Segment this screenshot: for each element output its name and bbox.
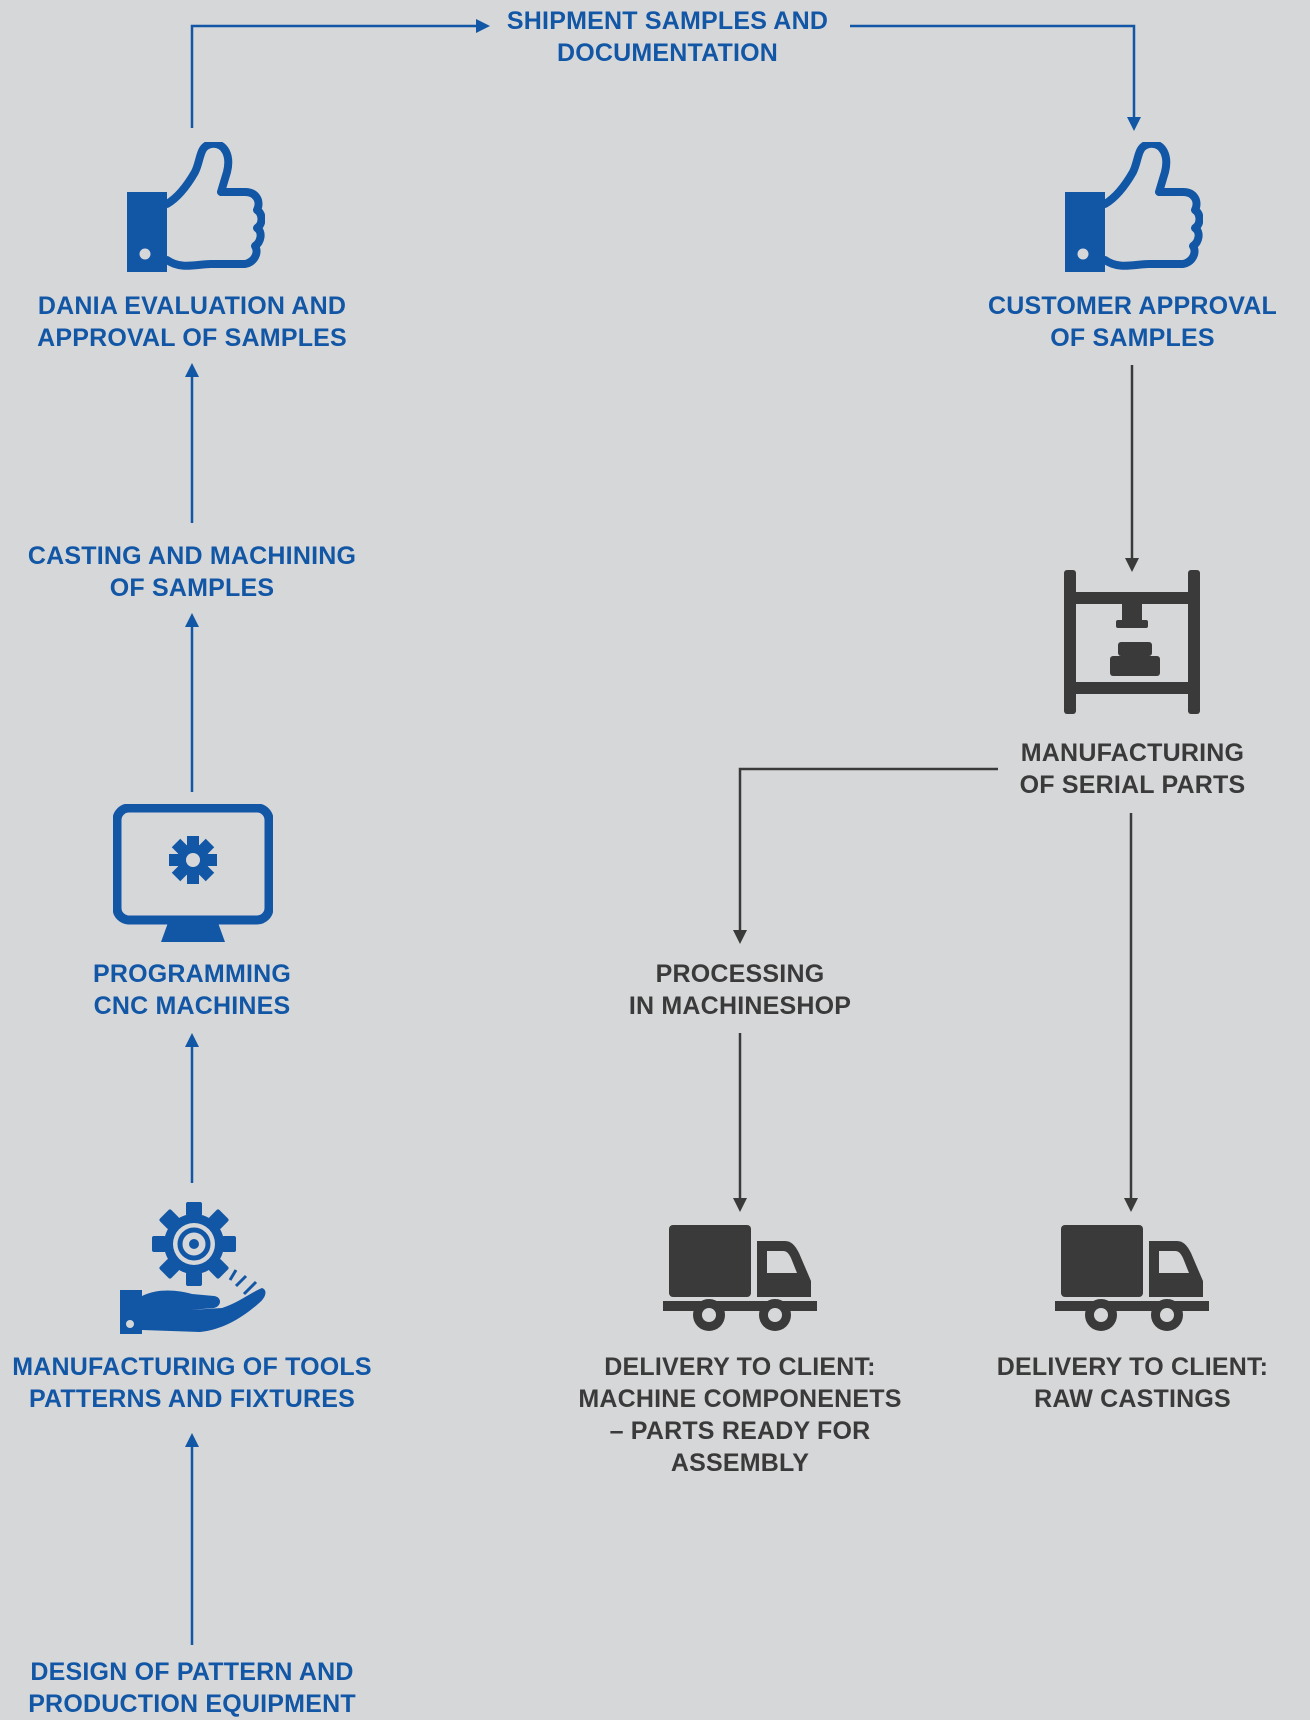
label-line: – PARTS READY FOR bbox=[609, 1417, 871, 1445]
label-casting-machining: CASTING AND MACHINING OF SAMPLES bbox=[0, 540, 384, 604]
label-delivery-raw: DELIVERY TO CLIENT: RAW CASTINGS bbox=[980, 1351, 1285, 1415]
label-manufacturing-serial: MANUFACTURING OF SERIAL PARTS bbox=[980, 737, 1285, 801]
label-line: MANUFACTURING OF TOOLS bbox=[12, 1353, 372, 1381]
label-line: CNC MACHINES bbox=[93, 992, 291, 1020]
label-line: SHIPMENT SAMPLES AND bbox=[506, 7, 829, 35]
label-line: CUSTOMER APPROVAL bbox=[987, 292, 1278, 320]
label-line: APPROVAL OF SAMPLES bbox=[37, 324, 347, 352]
label-line: CASTING AND MACHINING bbox=[27, 542, 357, 570]
label-line: OF SAMPLES bbox=[1050, 324, 1215, 352]
hand-gear-icon bbox=[120, 1202, 266, 1334]
thumbs-up-icon bbox=[1065, 142, 1203, 272]
label-line: RAW CASTINGS bbox=[1034, 1385, 1231, 1413]
label-dania-evaluation: DANIA EVALUATION AND APPROVAL OF SAMPLES bbox=[0, 290, 384, 354]
truck-icon bbox=[1055, 1225, 1209, 1331]
press-machine-icon bbox=[1064, 570, 1200, 714]
label-delivery-components: DELIVERY TO CLIENT: MACHINE COMPONENETS … bbox=[560, 1351, 920, 1479]
label-line: MANUFACTURING bbox=[1020, 739, 1245, 767]
monitor-gear-icon bbox=[113, 804, 273, 942]
label-line: IN MACHINESHOP bbox=[628, 992, 852, 1020]
truck-icon bbox=[663, 1225, 817, 1331]
label-line: OF SAMPLES bbox=[109, 574, 275, 602]
arrow-manufacturing-to-processing bbox=[733, 767, 998, 944]
label-line: PROGRAMMING bbox=[92, 960, 292, 988]
label-processing-machineshop: PROCESSING IN MACHINESHOP bbox=[590, 958, 890, 1022]
label-manufacturing-tools: MANUFACTURING OF TOOLS PATTERNS AND FIXT… bbox=[0, 1351, 384, 1415]
label-line: DELIVERY TO CLIENT: bbox=[996, 1353, 1269, 1381]
label-line: PROCESSING bbox=[655, 960, 825, 988]
label-customer-approval: CUSTOMER APPROVAL OF SAMPLES bbox=[960, 290, 1305, 354]
label-line: MACHINE COMPONENETS bbox=[578, 1385, 902, 1413]
thumbs-up-icon bbox=[127, 142, 265, 272]
label-line: PRODUCTION EQUIPMENT bbox=[28, 1690, 356, 1718]
label-line: DOCUMENTATION bbox=[556, 39, 779, 67]
label-programming-cnc: PROGRAMMING CNC MACHINES bbox=[0, 958, 384, 1022]
label-line: DELIVERY TO CLIENT: bbox=[604, 1353, 876, 1381]
label-shipment-samples: SHIPMENT SAMPLES AND DOCUMENTATION bbox=[480, 5, 855, 69]
label-line: DANIA EVALUATION AND bbox=[37, 292, 347, 320]
label-line: DESIGN OF PATTERN AND bbox=[30, 1658, 354, 1686]
arrow-dania-to-shipment bbox=[190, 19, 490, 128]
label-line: ASSEMBLY bbox=[670, 1449, 810, 1477]
arrow-shipment-to-customer bbox=[850, 24, 1141, 131]
label-design-pattern: DESIGN OF PATTERN AND PRODUCTION EQUIPME… bbox=[0, 1656, 384, 1720]
label-line: OF SERIAL PARTS bbox=[1019, 771, 1246, 799]
label-line: PATTERNS AND FIXTURES bbox=[29, 1385, 355, 1413]
